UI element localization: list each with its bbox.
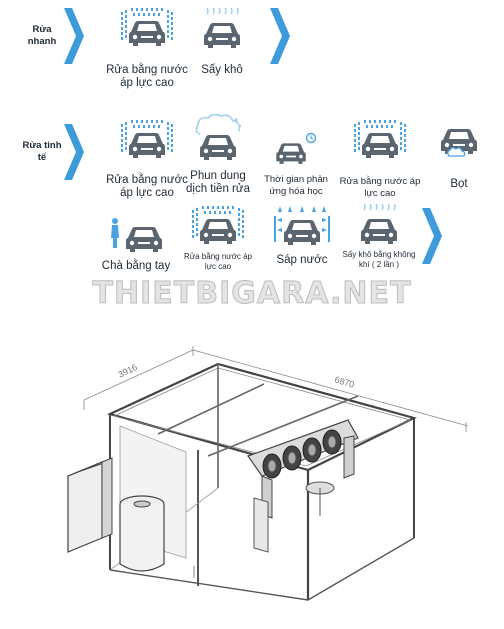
detailed-step-7-caption: Rửa bằng nước áp lực cao — [184, 252, 252, 271]
detailed-step-6: Chà bằng tay — [96, 214, 176, 273]
high-pressure-wash-icon — [121, 120, 173, 158]
detailed-step-2: Phun dung dịch tiền rửa — [180, 114, 256, 196]
detailed-step-6-caption: Chà bằng tay — [101, 260, 171, 272]
row-label-detailed-text: Rửa tinh tế — [22, 140, 62, 163]
row-label-quick: Rửa nhanh — [22, 24, 62, 48]
detailed-step-1-caption: Rửa bằng nước áp lực cao — [106, 174, 188, 199]
pre-wash-spray-icon — [195, 114, 242, 160]
detailed-step-2-caption: Phun dung dịch tiền rửa — [186, 170, 250, 195]
depth-dimension-line — [83, 349, 194, 401]
detailed-step-9: Sấy khô bằng không khí ( 2 lần ) — [336, 204, 422, 270]
detailed-step-4-caption: Rửa bằng nước áp lực cao — [339, 176, 421, 199]
high-pressure-wash-icon — [354, 120, 406, 158]
high-pressure-wash-icon — [121, 8, 173, 46]
detailed-step-7: Rửa bằng nước áp lực cao — [176, 206, 260, 272]
quick-step-1-caption: Rửa bằng nước áp lực cao — [106, 64, 188, 89]
detailed-step-3-caption: Thời gian phản ứng hóa học — [264, 174, 328, 197]
depth-dimension-label: 3916 — [116, 362, 138, 380]
row-label-quick-text: Rửa nhanh — [27, 24, 57, 47]
quick-step-1: Rửa bằng nước áp lực cao — [92, 8, 202, 90]
control-cabinet — [67, 461, 103, 553]
chevron-arrow-icon — [64, 124, 84, 180]
quick-step-2-caption: Sấy khô — [201, 64, 243, 76]
water-tank — [119, 495, 165, 572]
detailed-step-3: Thời gian phản ứng hóa học — [256, 132, 336, 198]
detailed-step-8: Sáp nước — [270, 204, 334, 267]
hand-scrub-icon — [111, 218, 162, 252]
detailed-step-5-caption: Bọt — [450, 178, 468, 190]
detailed-step-1: Rửa bằng nước áp lực cao — [92, 120, 202, 200]
car-wash-gantry-drawing: 3916 6870 — [67, 346, 468, 601]
chevron-arrow-icon — [64, 8, 84, 64]
detailed-step-8-caption: Sáp nước — [276, 254, 328, 266]
air-dry-icon — [361, 204, 397, 244]
detailed-step-5: Bọt — [432, 118, 486, 191]
detailed-step-9-caption: Sấy khô bằng không khí ( 2 lần ) — [342, 250, 416, 269]
watermark: THIETBIGARA.NET — [92, 276, 412, 312]
length-dimension-label: 6870 — [333, 374, 355, 389]
high-pressure-wash-icon — [192, 206, 244, 244]
row-label-detailed: Rửa tinh tế — [18, 140, 66, 164]
chevron-arrow-icon — [422, 208, 442, 264]
reaction-time-icon — [276, 132, 317, 164]
chevron-arrow-icon — [270, 8, 290, 64]
foam-icon — [441, 129, 477, 157]
length-dimension-line — [192, 349, 468, 427]
dry-icon — [204, 8, 240, 48]
quick-step-2: Sấy khô — [192, 8, 252, 77]
detailed-step-4: Rửa bằng nước áp lực cao — [334, 120, 426, 200]
water-wax-icon — [274, 206, 330, 245]
